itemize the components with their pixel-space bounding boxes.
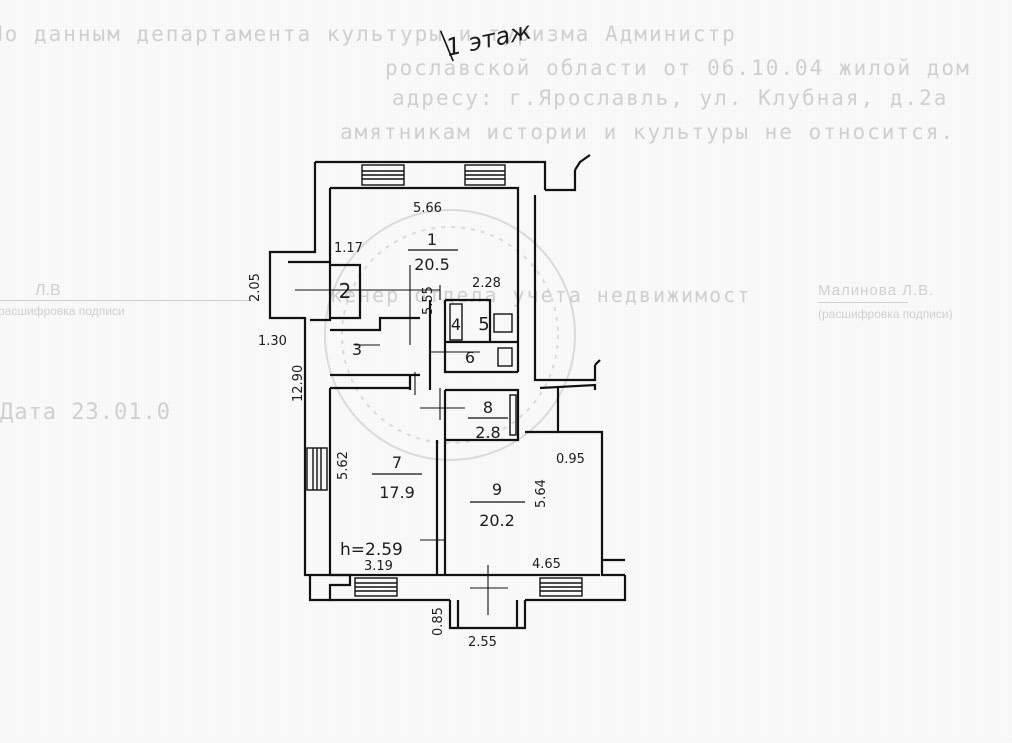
- window-bottom-1: [354, 577, 398, 597]
- room-8-area: 2.8: [475, 423, 500, 442]
- signature-caption-left: (расшифровка подписи: [0, 304, 125, 318]
- room-2-number: 2: [339, 279, 352, 303]
- room-8-number: 8: [483, 398, 493, 417]
- room-labels: 1 20.5 2 3 4 5 6 7 17.9 8 2.8 9 20.2: [339, 230, 525, 530]
- dimension-label: 3.19: [364, 559, 393, 574]
- room-1-number: 1: [427, 230, 437, 249]
- dimension-label: 2.28: [472, 276, 501, 291]
- ceiling-height-label: h=2.59: [340, 540, 403, 560]
- signer-initials: Л.В: [35, 282, 61, 299]
- plan-title: 1 этаж: [439, 16, 534, 62]
- dimension-label: 2.05: [248, 273, 263, 302]
- faded-text-line-2: рославской области от 06.10.04 жилой дом: [385, 56, 971, 80]
- sink-icon: [493, 313, 513, 333]
- room-9-number: 9: [492, 480, 502, 499]
- faded-text-line-4: амятникам истории и культуры не относитс…: [340, 120, 956, 144]
- stamp: [324, 209, 576, 461]
- window-top-2: [464, 164, 506, 186]
- faded-text-line-3: адресу: г.Ярославль, ул. Клубная, д.2а: [392, 86, 949, 110]
- dimension-label: 12.90: [291, 365, 306, 402]
- room-9-area: 20.2: [479, 511, 515, 530]
- dimension-labels: 5.66 1.17 2.05 1.30 12.90 5.55 2.28 5.62…: [248, 201, 585, 650]
- signature-line-left: [0, 300, 250, 301]
- toilet-icon: [497, 347, 513, 367]
- date-label: Дата 23.01.0: [0, 400, 171, 425]
- faded-text-line-1: По данным департамента культуры и туризм…: [0, 22, 737, 46]
- window-bottom-2: [539, 577, 583, 597]
- dimension-label: 0.95: [556, 452, 585, 467]
- bathroom-fixtures: [449, 303, 517, 436]
- dimension-label: 5.62: [336, 451, 351, 480]
- signer-name: Малинова Л.В.: [818, 282, 935, 299]
- bathtub-icon: [449, 303, 463, 341]
- dimension-label: 1.17: [334, 241, 363, 256]
- walls: [268, 154, 627, 630]
- dimension-label: 2.55: [468, 635, 497, 650]
- dimension-label: 0.85: [431, 607, 446, 636]
- room-1-area: 20.5: [414, 255, 450, 274]
- room-6-number: 6: [465, 348, 475, 367]
- dimension-lines: [295, 265, 508, 615]
- dimension-label: 5.64: [534, 479, 549, 508]
- window-top-1: [361, 164, 405, 186]
- signature-caption-right: (расшифровка подписи): [818, 307, 953, 321]
- room-7-number: 7: [392, 453, 402, 472]
- faded-text-line-5: кенер отдела учета недвижимост: [330, 283, 752, 307]
- room-3-number: 3: [352, 340, 362, 359]
- signature-line-right: [818, 302, 908, 303]
- dimension-label: 1.30: [258, 334, 287, 349]
- title-label: 1 этаж: [443, 16, 534, 61]
- windows: [306, 164, 583, 597]
- room-4-number: 4: [451, 315, 461, 334]
- room-7-area: 17.9: [379, 483, 415, 502]
- room-5-number: 5: [478, 314, 489, 335]
- dimension-label: 4.65: [532, 557, 561, 572]
- window-left: [306, 447, 328, 491]
- heater-icon: [509, 394, 517, 436]
- dimension-label: 5.66: [413, 201, 442, 216]
- dimension-label: 5.55: [421, 286, 436, 315]
